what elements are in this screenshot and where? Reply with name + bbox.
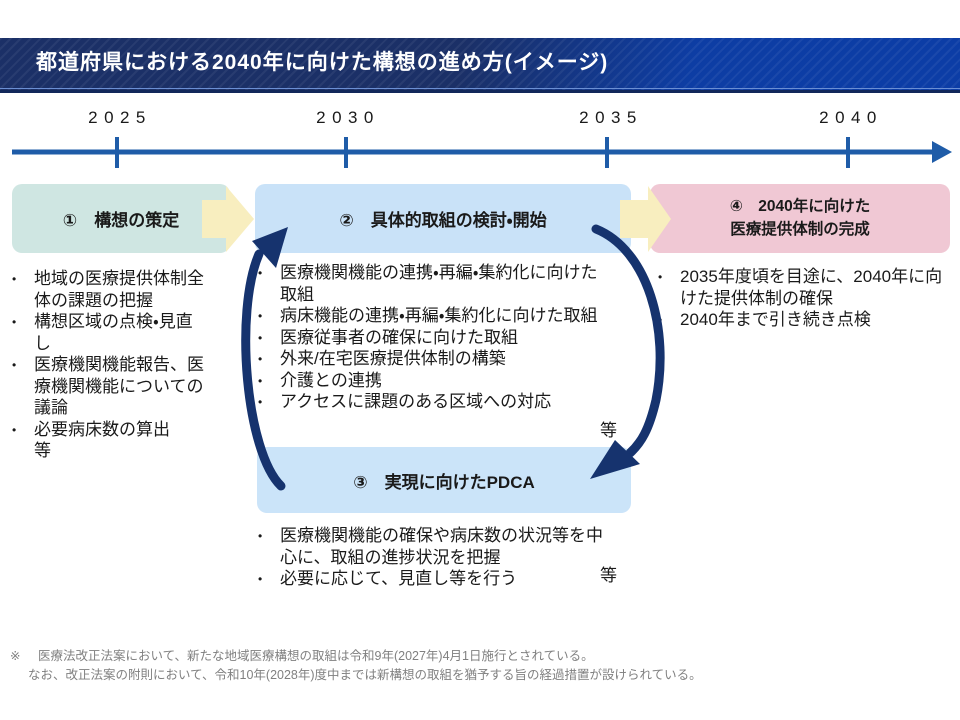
footnote: ※ 医療法改正法案において、新たな地域医療構想の取組は令和9年(2027年)4月… xyxy=(10,647,955,686)
list-item: •地域の医療提供体制全体の課題の把握 xyxy=(12,269,204,310)
header-bar: 都道府県における2040年に向けた構想の進め方(イメージ) xyxy=(0,38,960,93)
list-item: •病床機能の連携・再編・集約化に向けた取組 xyxy=(258,306,598,325)
step1-bullet-list: •地域の医療提供体制全体の課題の把握 •構想区域の点検・見直し •医療機関機能報… xyxy=(12,268,209,462)
page-title: 都道府県における2040年に向けた構想の進め方(イメージ) xyxy=(36,51,609,74)
list-item: •医療機関機能の確保や病床数の状況等を中心に、取組の進捗状況を把握 xyxy=(258,526,603,567)
bullet-icon: • xyxy=(258,395,263,409)
bullet-icon: • xyxy=(658,313,663,327)
timeline-year-2025: 2025 xyxy=(88,108,152,127)
step4-label-line1: ④ 2040年に向けた xyxy=(729,198,871,216)
step3-label: ③ 実現に向けたPDCA xyxy=(353,472,535,492)
list-item: •介護との連携 xyxy=(258,370,382,390)
footnote-line1: 医療法改正法案において、新たな地域医療構想の取組は令和9年(2027年)4月1日… xyxy=(38,649,594,663)
list-item: •2035年度頃を目途に、2040年に向けた提供体制の確保 xyxy=(658,267,943,308)
footnote-marker: ※ xyxy=(10,649,21,663)
bullet-icon: • xyxy=(12,315,17,329)
timeline-year-2030: 2030 xyxy=(316,108,380,127)
step4-box: ④ 2040年に向けた 医療提供体制の完成 xyxy=(650,184,950,253)
step2-bullet-list: •医療機関機能の連携・再編・集約化に向けた取組 •病床機能の連携・再編・集約化に… xyxy=(258,262,614,413)
list-item: •必要病床数の算出 等 xyxy=(12,419,204,461)
step1-label: ① 構想の策定 xyxy=(62,211,180,230)
bullet-icon: • xyxy=(12,272,17,286)
bullet-icon: • xyxy=(12,422,17,437)
step4-label-line2: 医療提供体制の完成 xyxy=(730,220,870,238)
bullet-icon: • xyxy=(258,330,263,345)
list-item: •医療機関機能報告、医療機関機能についての議論 xyxy=(12,355,204,417)
bullet-icon: • xyxy=(258,352,263,366)
step3-bullet-list: •医療機関機能の確保や病床数の状況等を中心に、取組の進捗状況を把握 •必要に応じ… xyxy=(258,525,614,590)
bullet-icon: • xyxy=(258,373,263,388)
list-item: •構想区域の点検・見直し xyxy=(12,312,193,353)
step2-label: ② 具体的取組の検討・開始 xyxy=(339,211,547,230)
step2-etc-label: 等 xyxy=(600,421,617,440)
step1-box: ① 構想の策定 xyxy=(12,184,230,253)
timeline-arrow-icon xyxy=(932,141,952,163)
list-item: •アクセスに課題のある区域への対応 xyxy=(258,392,552,411)
bullet-icon: • xyxy=(258,529,263,543)
list-item: •必要に応じて、見直し等を行う xyxy=(258,569,518,588)
bullet-icon: • xyxy=(658,270,663,284)
bullet-icon: • xyxy=(258,572,263,586)
timeline-axis xyxy=(12,137,952,168)
footnote-line2: なお、改正法案の附則において、令和10年(2028年)度中までは新構想の取組を猶… xyxy=(28,668,702,683)
timeline-year-2035: 2035 xyxy=(579,108,643,127)
step3-box: ③ 実現に向けたPDCA xyxy=(257,447,631,513)
list-item: •医療機関機能の連携・再編・集約化に向けた取組 xyxy=(258,263,598,304)
step3-etc-label: 等 xyxy=(600,566,617,585)
list-item: •2040年まで引き続き点検 xyxy=(658,310,871,329)
step4-bullet-list: •2035年度頃を目途に、2040年に向けた提供体制の確保 •2040年まで引き… xyxy=(658,266,952,331)
list-item: •外来/在宅医療提供体制の構築 xyxy=(258,349,506,368)
bullet-icon: • xyxy=(258,309,263,323)
step2-box: ② 具体的取組の検討・開始 xyxy=(255,184,631,253)
list-item: •医療従事者の確保に向けた取組 xyxy=(258,327,518,347)
bullet-icon: • xyxy=(12,358,17,372)
bullet-icon: • xyxy=(258,266,263,280)
timeline-year-2040: 2040 xyxy=(819,108,883,127)
